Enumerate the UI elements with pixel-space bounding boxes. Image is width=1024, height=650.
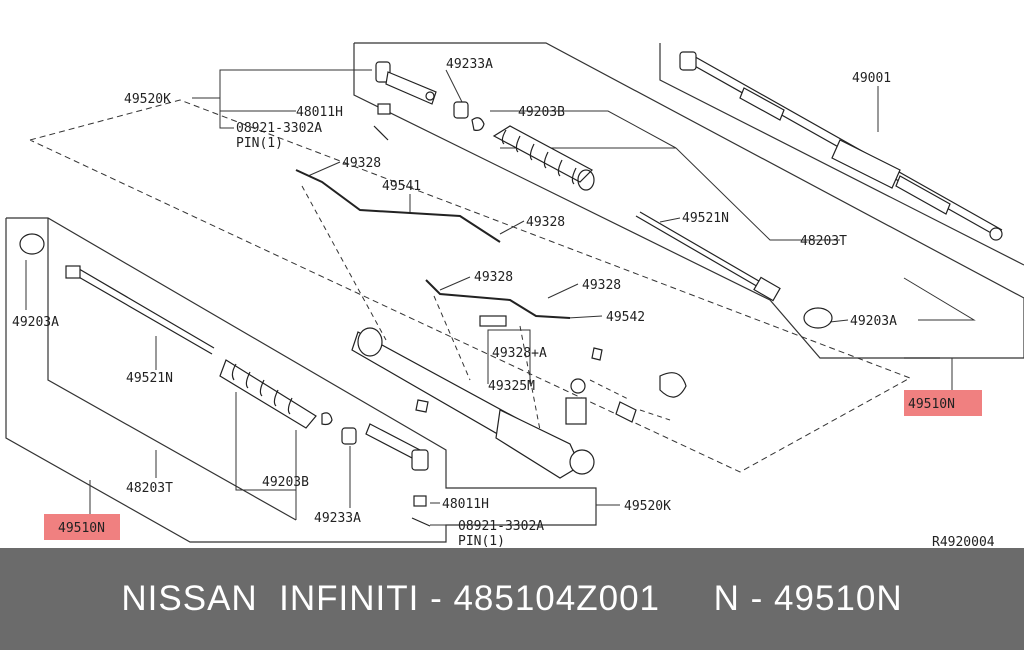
leader-08921-top (219, 111, 234, 129)
label-48011h-bottom: 48011H (442, 497, 489, 512)
label-49521n-top: 49521N (682, 211, 729, 226)
label-48203t-left: 48203T (126, 481, 173, 496)
label-48011h-top: 48011H (296, 105, 343, 120)
diagram-svg: 49520K 48011H 08921-3302A PIN(1) 49233A … (5, 42, 1024, 548)
footer-title: NISSAN INFINITI - 485104Z001 N - 49510N (121, 579, 903, 618)
label-49520k-top: 49520K (124, 92, 171, 107)
label-pin-bottom: PIN(1) (458, 534, 505, 548)
tube-49542-part (425, 279, 571, 319)
leader-49328-b (499, 220, 525, 235)
nut-top-part (377, 103, 391, 115)
leader-49328-c (439, 276, 471, 291)
highlight-kit-left (44, 514, 120, 540)
label-49520k-bottom: 49520K (624, 499, 671, 514)
parts-diagram: 49520K 48011H 08921-3302A PIN(1) 49233A … (5, 42, 1024, 548)
leader-49328-d (547, 283, 579, 299)
frame-left-kit (5, 217, 597, 543)
label-49541: 49541 (382, 179, 421, 194)
leader-49328-a (307, 161, 341, 177)
tie-rod-end-bottom-part (365, 423, 429, 471)
nut2-left-part (341, 427, 357, 445)
label-48203t-top: 48203T (800, 234, 847, 249)
leader-49520k-top (192, 69, 372, 99)
leader-boot-left (235, 392, 296, 491)
label-ref-code: R4920004 (932, 535, 995, 548)
dash-link-2 (433, 295, 471, 381)
dash-link-5 (639, 409, 671, 421)
label-08921-top: 08921-3302A (236, 121, 322, 136)
footer-banner: NISSAN INFINITI - 485104Z001 N - 49510N (0, 548, 1024, 650)
frame-rack-assy (659, 43, 1024, 266)
nut2-top-part (453, 101, 469, 119)
leader-49521n-top (659, 217, 681, 223)
dashed-region (29, 99, 912, 473)
label-08921-bottom: 08921-3302A (458, 519, 544, 534)
inner-socket-left-part (65, 265, 215, 355)
nut-bottom-part (413, 495, 427, 507)
label-49328-plus-a: 49328+A (492, 346, 547, 361)
label-49203b-top: 49203B (518, 105, 565, 120)
rack-housing-part (351, 327, 595, 479)
frame-left-inner (47, 218, 297, 521)
frame-top-kit (354, 42, 1024, 359)
leader-49325m (487, 329, 531, 384)
rack-assy-part (679, 51, 1003, 241)
inner-socket-top-part (635, 211, 781, 302)
label-49521n-left: 49521N (126, 371, 173, 386)
label-49328-d: 49328 (582, 278, 621, 293)
leader-48203t-top (675, 147, 840, 241)
label-49328-a: 49328 (342, 156, 381, 171)
label-49328-b: 49328 (526, 215, 565, 230)
label-49001: 49001 (852, 71, 891, 86)
clamp-band-left-part (19, 233, 45, 255)
highlight-kit-top (904, 390, 982, 416)
pin-bottom-part (411, 517, 431, 527)
fitting-small-part (415, 399, 429, 413)
leader-49233a-top (445, 69, 463, 103)
clamp-left-part (321, 412, 333, 426)
leader-49203b-top (490, 110, 677, 149)
pin-top-part (373, 125, 389, 141)
label-49203b-left: 49203B (262, 475, 309, 490)
bush-part (615, 401, 637, 423)
seal-part (659, 372, 687, 398)
leader-48011h-top (219, 98, 296, 112)
dash-link-4 (589, 379, 631, 401)
frame-top-inner (353, 43, 940, 359)
label-49510n-left: 49510N (58, 521, 105, 536)
label-49510n-top: 49510N (908, 397, 955, 412)
label-49203a-left: 49203A (12, 315, 59, 330)
label-49233a-top: 49233A (446, 57, 493, 72)
fitting-49328a-part (479, 315, 507, 327)
tube-49541-part (295, 169, 501, 243)
label-pin-top: PIN(1) (236, 136, 283, 151)
clamp-band-right-part (803, 307, 833, 329)
clamp-top-part (471, 117, 485, 131)
leader-49203a-frame (903, 277, 976, 321)
leader-49542 (567, 315, 603, 319)
label-49233a-left: 49233A (314, 511, 361, 526)
label-49328-c: 49328 (474, 270, 513, 285)
label-49325m: 49325M (488, 379, 535, 394)
tie-rod-end-top-part (375, 61, 437, 105)
leader-49203a-top (829, 319, 849, 323)
dash-link-1 (301, 185, 387, 341)
boot-top-part (492, 125, 595, 191)
clip-small-part (591, 347, 603, 361)
boot-left-part (219, 359, 317, 429)
label-49203a-top: 49203A (850, 314, 897, 329)
label-49542: 49542 (606, 310, 645, 325)
